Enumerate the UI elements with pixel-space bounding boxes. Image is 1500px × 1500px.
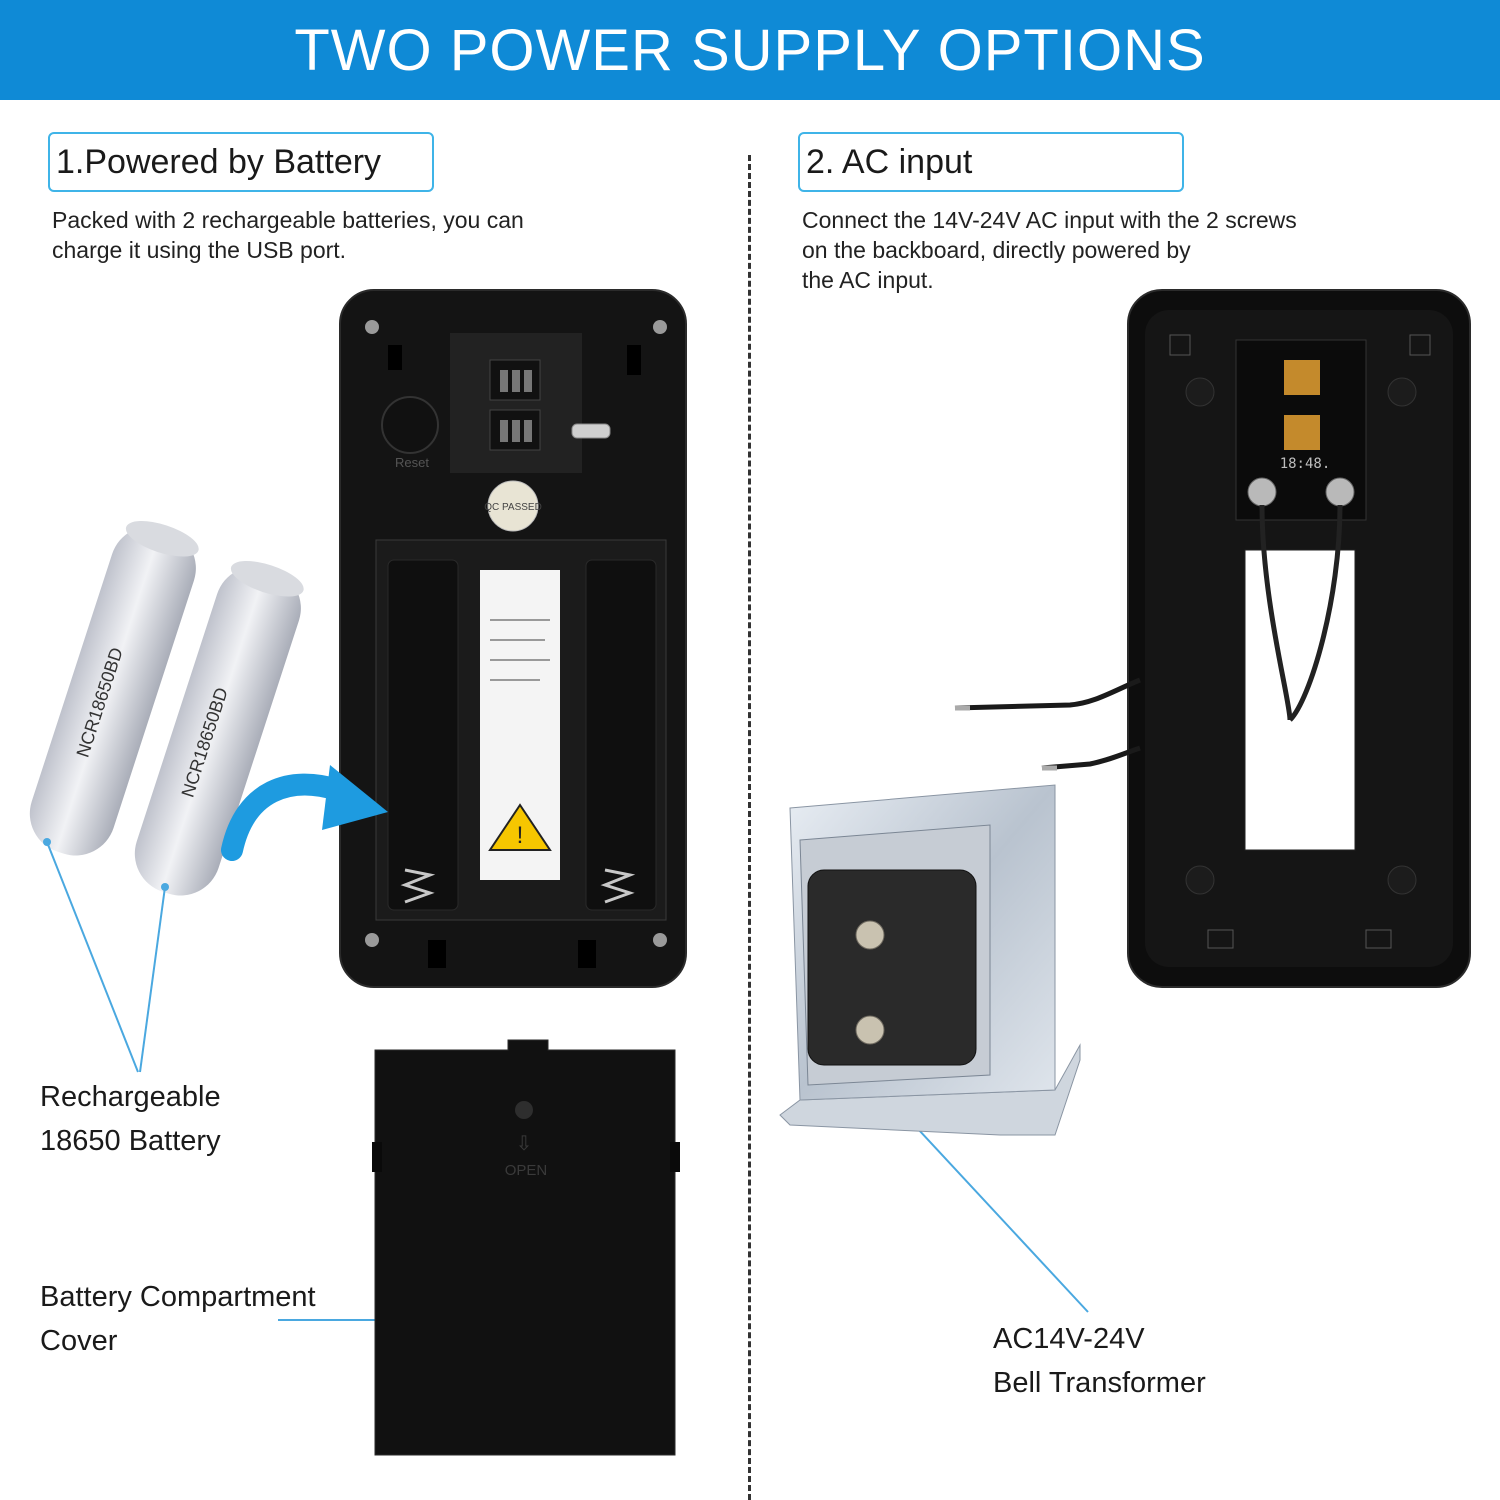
banner-title: TWO POWER SUPPLY OPTIONS: [294, 17, 1206, 83]
label-line: Rechargeable: [40, 1081, 221, 1113]
terminal-screw: [855, 920, 885, 950]
warning-icon: [488, 803, 552, 851]
doorbell-backboard: 18:48.: [1127, 289, 1471, 988]
terminal-screw: [855, 1015, 885, 1045]
cover-open-text: OPEN: [505, 1162, 548, 1179]
terminal-screw: [1325, 477, 1355, 507]
ac-option-heading: 2. AC input: [798, 132, 1184, 192]
ac-wires: [954, 677, 1141, 771]
battery-spring: [600, 868, 636, 904]
terminal-screw: [1247, 477, 1277, 507]
usb-port: [571, 423, 611, 439]
battery-cell: NCR18650BD: [29, 521, 199, 856]
battery-cell: NCR18650BD: [134, 561, 304, 896]
insert-arrow-icon: [221, 765, 388, 861]
battery-spring: [400, 868, 436, 904]
qc-sticker: [487, 480, 539, 532]
label-line: Bell Transformer: [993, 1367, 1206, 1399]
description-line: the AC input.: [802, 267, 934, 293]
description-line: Packed with 2 rechargeable batteries, yo…: [52, 207, 524, 233]
qc-text: QC PASSED: [484, 502, 542, 513]
callout-lines: [46, 841, 1089, 1321]
reset-button: [381, 396, 439, 454]
dip-switch: [489, 409, 541, 451]
dip-switch: [489, 359, 541, 401]
doorbell-battery-unit: Reset QC PASSED !: [339, 289, 687, 988]
reset-text: Reset: [395, 455, 429, 470]
description-line: charge it using the USB port.: [52, 237, 347, 263]
cover-label: Battery Compartment Cover: [40, 1275, 370, 1363]
transformer-label: AC14V-24V Bell Transformer: [993, 1317, 1293, 1405]
battery-label: Rechargeable 18650 Battery: [40, 1075, 300, 1163]
label-line: Battery Compartment: [40, 1281, 316, 1313]
label-line: AC14V-24V: [993, 1323, 1145, 1355]
description-line: Connect the 14V-24V AC input with the 2 …: [802, 207, 1297, 233]
section-divider: [748, 155, 751, 1500]
ac-option-description: Connect the 14V-24V AC input with the 2 …: [802, 205, 1392, 295]
bell-transformer: [779, 784, 1081, 1136]
svg-text:⇩: ⇩: [516, 1133, 533, 1155]
title-banner: TWO POWER SUPPLY OPTIONS: [0, 0, 1500, 100]
battery-option-description: Packed with 2 rechargeable batteries, yo…: [52, 205, 612, 265]
battery-option-heading: 1.Powered by Battery: [48, 132, 434, 192]
svg-text:!: !: [517, 822, 524, 849]
board-text: 18:48.: [1280, 456, 1331, 472]
label-line: 18650 Battery: [40, 1125, 221, 1157]
description-line: on the backboard, directly powered by: [802, 237, 1191, 263]
label-line: Cover: [40, 1325, 118, 1357]
battery-cover: ⇩ OPEN: [372, 1039, 680, 1456]
